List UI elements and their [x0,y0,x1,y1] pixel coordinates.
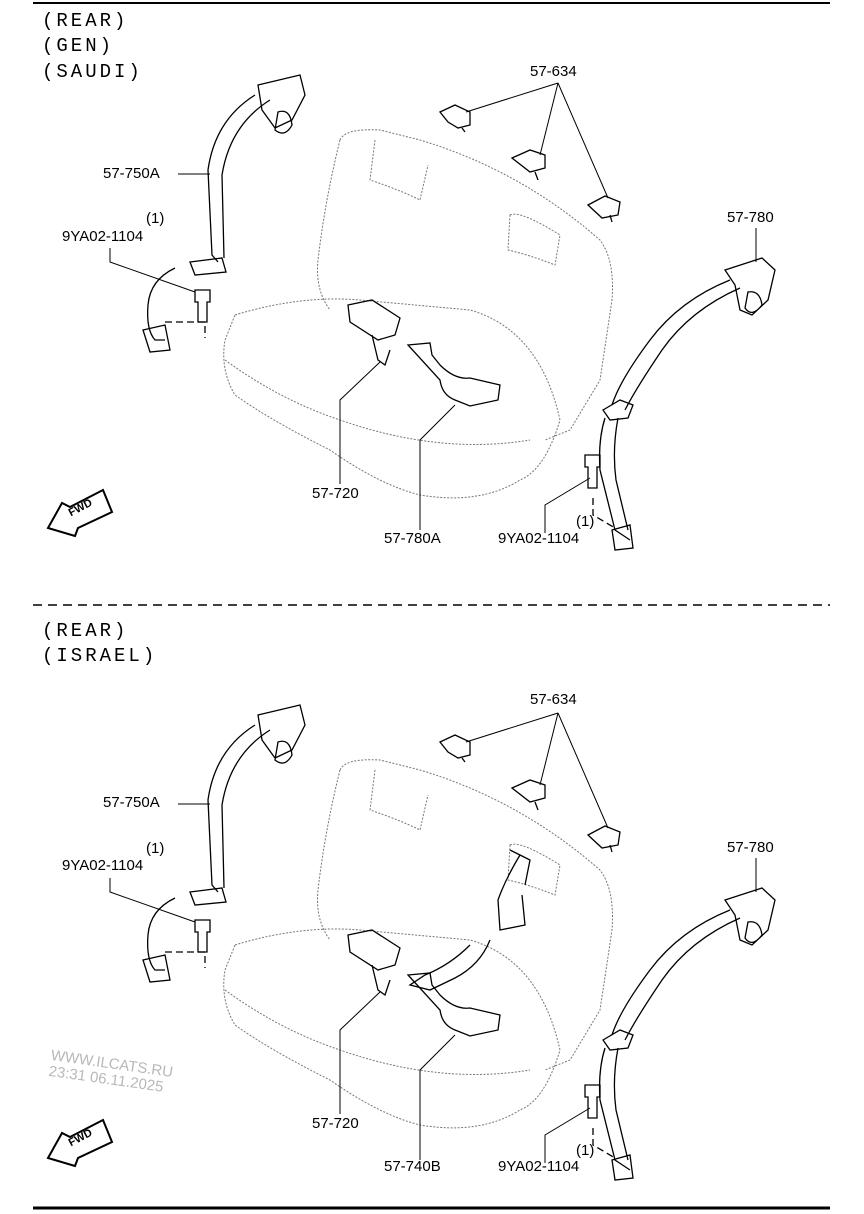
part-label-bolt-right: 9YA02-1104 [498,1158,580,1175]
part-label-bolt-left: 9YA02-1104 [62,857,144,874]
center-belt [408,849,531,991]
part-label-57-634: 57-634 [530,63,577,80]
part-qty-left: (1) [146,210,165,227]
heading-gen: (GEN) [42,35,115,57]
part-qty-left: (1) [146,840,165,857]
part-label-bolt-right: 9YA02-1104 [498,530,580,547]
heading-rear: (REAR) [42,620,129,642]
part-label-57-720: 57-720 [312,1115,359,1132]
part-label-57-780a: 57-780A [384,530,441,547]
diagram-top [47,74,776,551]
part-label-57-780: 57-780 [727,209,774,226]
part-label-57-634: 57-634 [530,691,577,708]
part-qty-right: (1) [576,513,595,530]
heading-israel: (ISRAEL) [42,645,158,667]
part-label-bolt-left: 9YA02-1104 [62,228,144,245]
heading-saudi: (SAUDI) [42,61,143,83]
diagram-bottom [47,704,776,1181]
part-label-57-740b: 57-740B [384,1158,441,1175]
part-label-57-750a: 57-750A [103,794,160,811]
part-label-57-720: 57-720 [312,485,359,502]
part-label-57-750a: 57-750A [103,165,160,182]
part-qty-right: (1) [576,1142,595,1159]
part-label-57-780: 57-780 [727,839,774,856]
heading-rear: (REAR) [42,10,129,32]
